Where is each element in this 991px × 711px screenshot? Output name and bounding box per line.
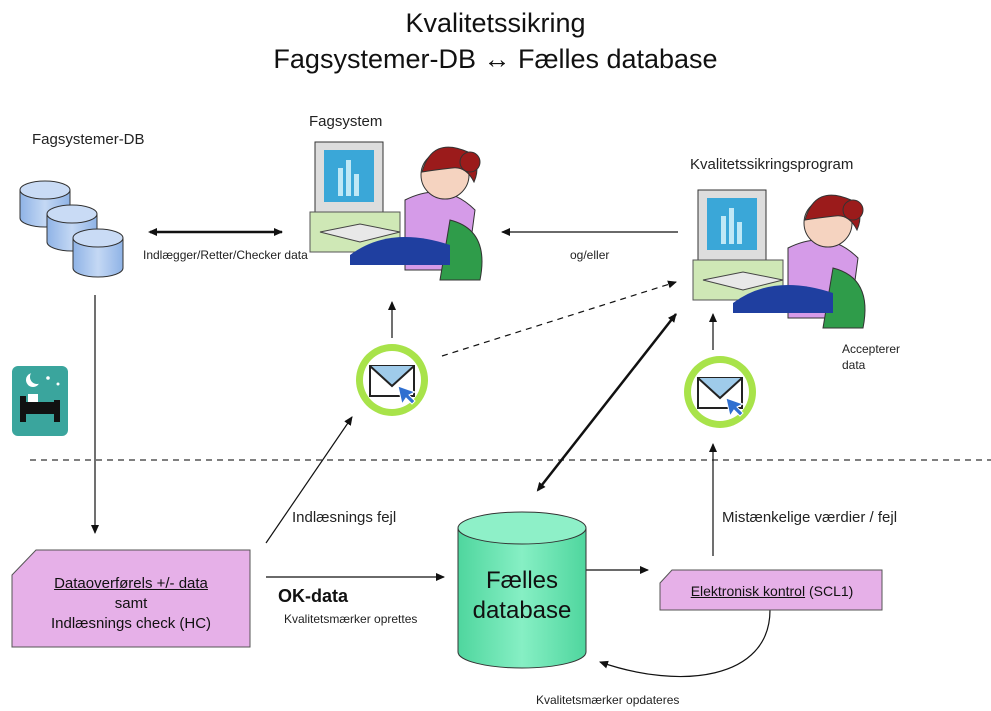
kontrol-box-shape	[659, 569, 883, 611]
dataoverfoerelse-line3: Indlæsnings check (HC)	[50, 615, 212, 632]
dataoverfoerelse-box-shape	[11, 549, 251, 648]
label-accepterer-line1: Accepterer	[842, 342, 901, 356]
arrow-kvalitet-database	[536, 313, 677, 492]
arrow-mail-to-kvalitet-dashed	[441, 280, 677, 357]
fagsystemer-db-cylinders-icon	[19, 180, 124, 278]
kvalitetssikringsprogram-user-computer-icon	[692, 189, 866, 329]
dataoverfoerelse-line1: Dataoverførels +/- data	[54, 575, 208, 592]
faelles-database-label: Fælles database	[458, 566, 586, 626]
label-mistaenkelige: Mistænkelige værdier / fejl	[722, 509, 898, 526]
kontrol-label-underlined: Elektronisk kontrol	[690, 583, 806, 599]
label-indlaegger: Indlægger/Retter/Checker data	[143, 248, 308, 262]
mail-notification-icon-right	[684, 356, 756, 428]
fagsystem-user-computer-icon	[309, 141, 483, 281]
label-fagsystem: Fagsystem	[309, 113, 383, 130]
diagram-title-line2: Fagsystemer-DB ↔ Fælles database	[273, 44, 718, 74]
label-accepterer-line2: data	[842, 358, 866, 372]
database-label-line1: Fælles	[485, 567, 558, 594]
label-indlaesnings-fejl: Indlæsnings fejl	[292, 509, 397, 526]
label-kvalitetsmaerker-opdateres: Kvalitetsmærker opdateres	[536, 693, 680, 707]
label-kvalitetssikringsprogram: Kvalitetssikringsprogram	[690, 156, 854, 173]
night-batch-icon	[12, 366, 68, 436]
kontrol-label-rest: (SCL1)	[805, 583, 854, 599]
label-fagsystemer-db: Fagsystemer-DB	[32, 131, 145, 148]
database-label-line2: database	[472, 597, 572, 624]
arrow-kvalitetsmaerker-opdateres	[599, 609, 771, 678]
dataoverfoerelse-line2: samt	[114, 595, 148, 612]
label-kvalitetsmaerker-oprettes: Kvalitetsmærker oprettes	[284, 612, 418, 626]
label-og-eller: og/eller	[570, 248, 610, 262]
elektronisk-kontrol-box: Elektronisk kontrol (SCL1)	[666, 581, 878, 601]
faelles-database-cylinder	[457, 511, 587, 669]
mail-notification-icon-left	[356, 344, 428, 416]
label-ok-data: OK-data	[278, 586, 349, 606]
dataoverfoerelse-box: Dataoverførels +/- data samt Indlæsnings…	[12, 574, 250, 634]
arrow-indlaesnings-fejl	[265, 416, 353, 544]
diagram-title-line1: Kvalitetssikring	[405, 8, 586, 38]
